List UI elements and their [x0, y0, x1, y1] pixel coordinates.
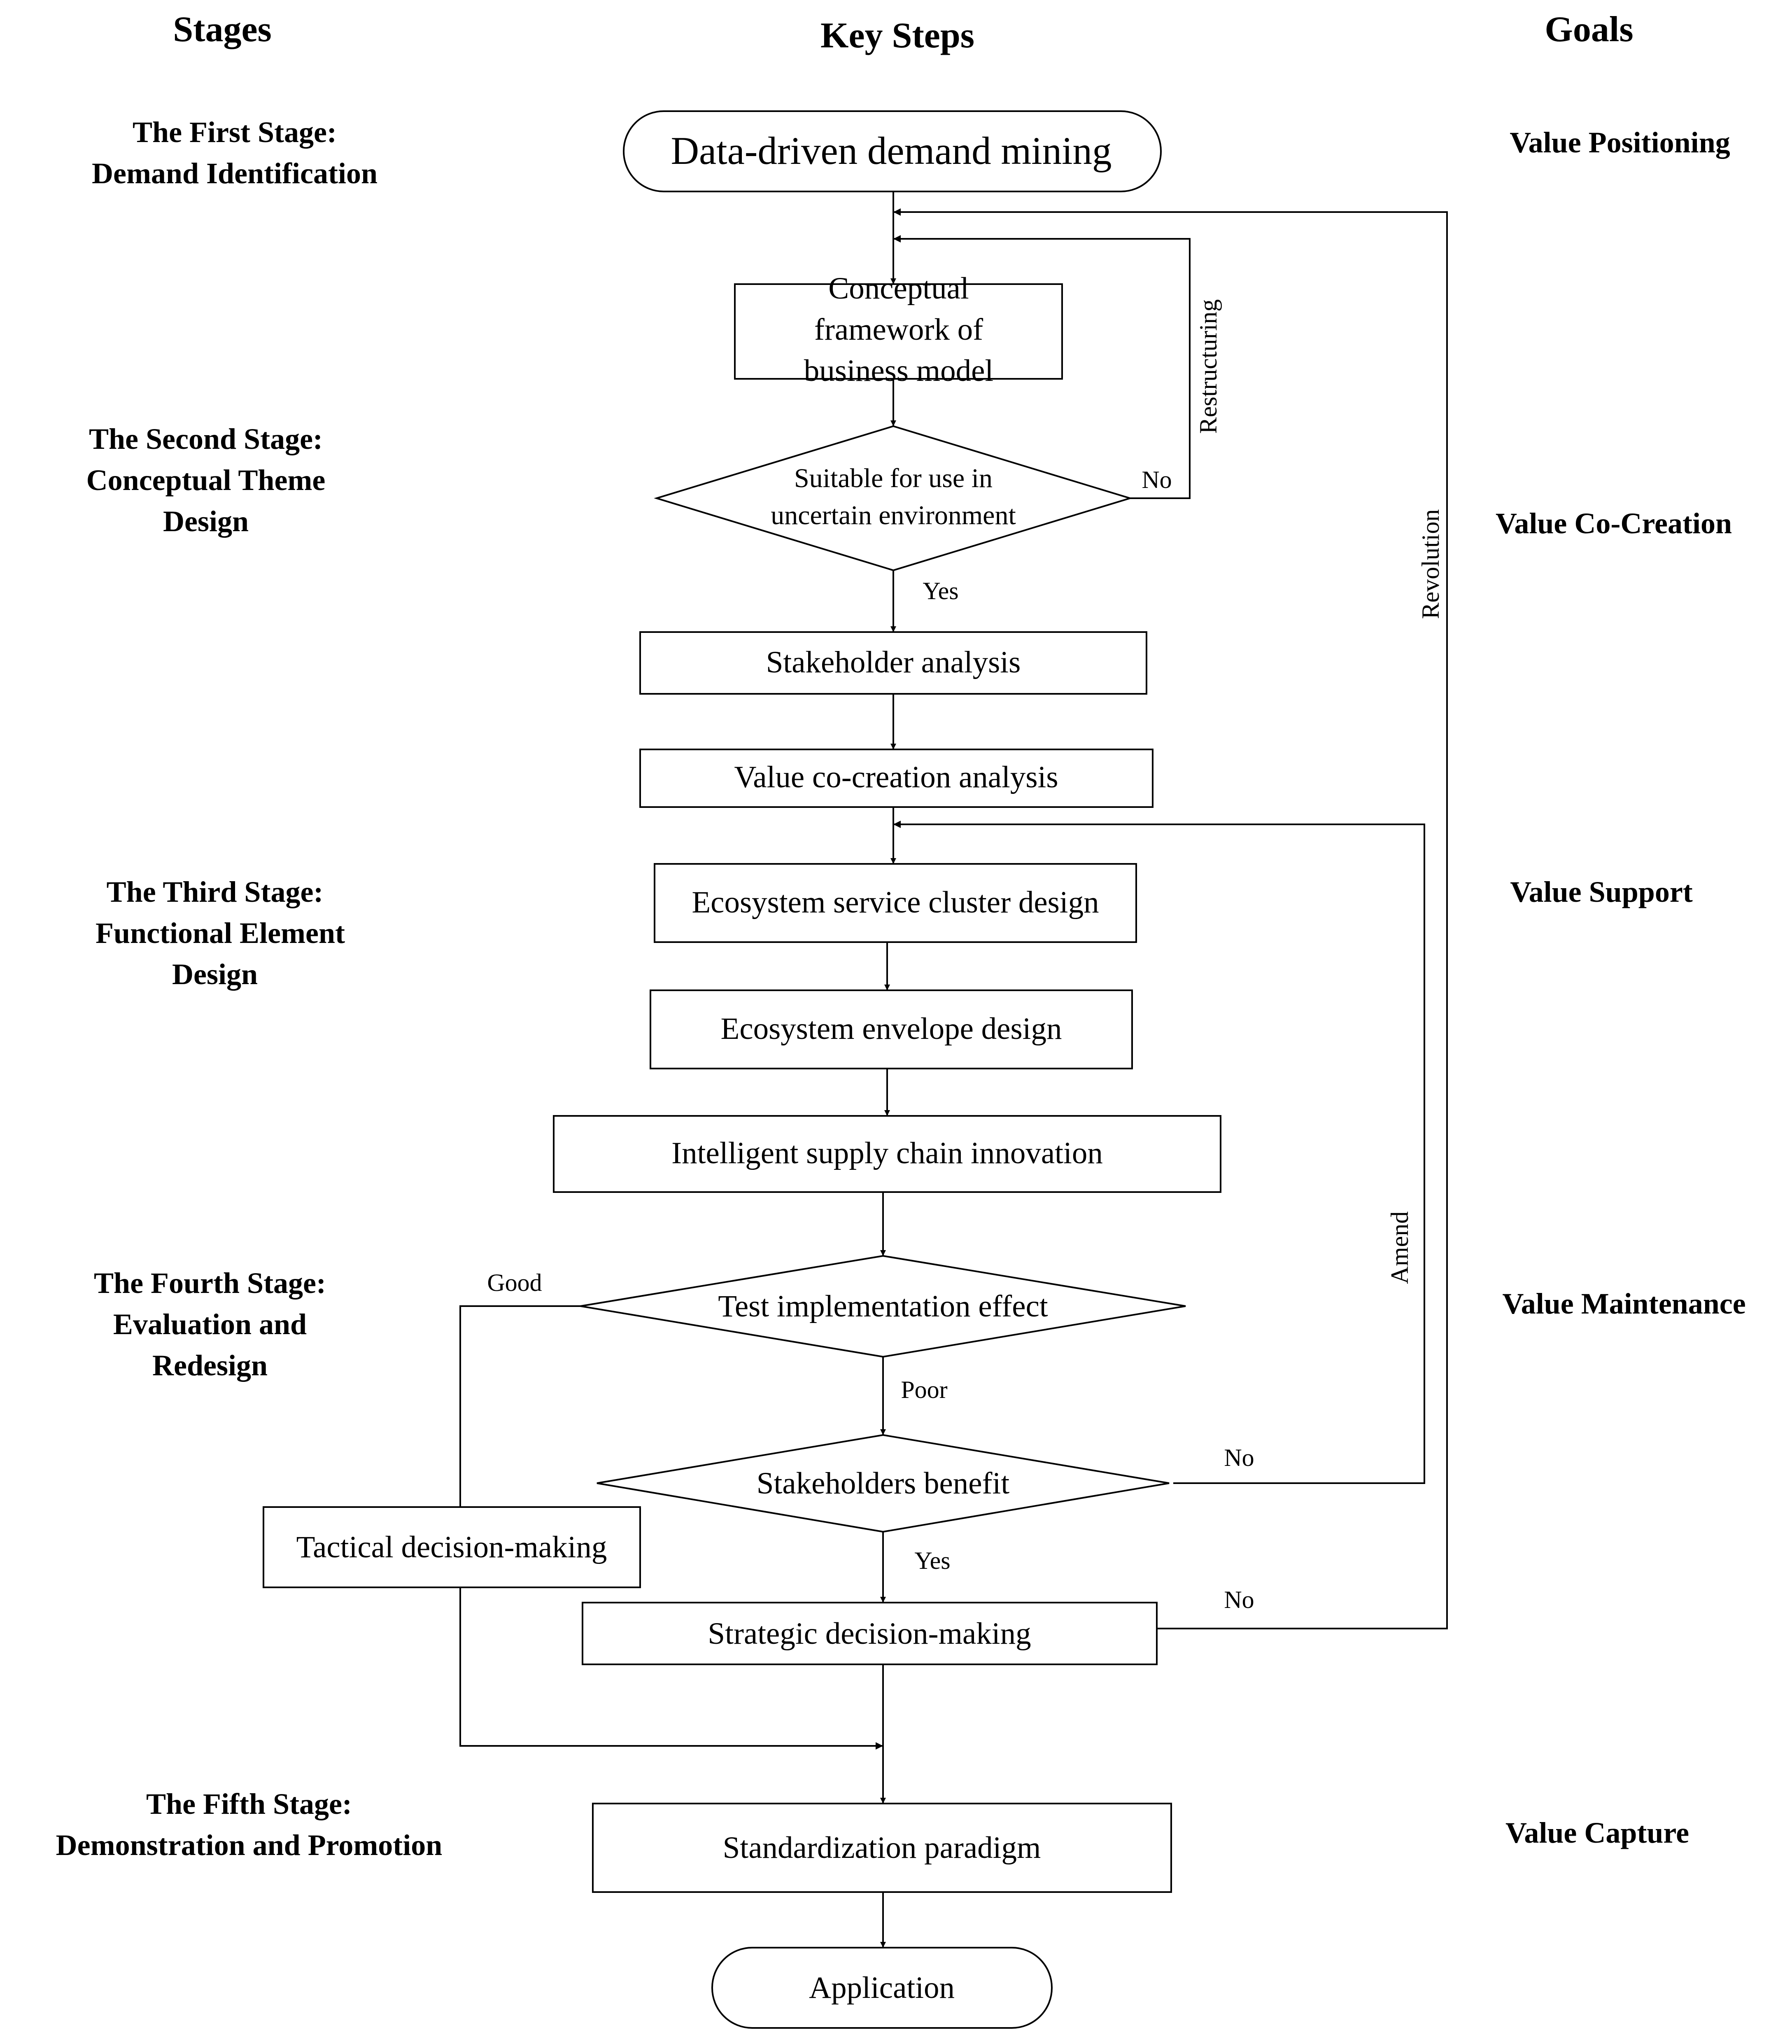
node-demand-mining-label: Data-driven demand mining [671, 129, 1112, 173]
line-good-to-tactical [459, 1305, 580, 1507]
node-conceptual-framework-line-3: business model [804, 354, 993, 388]
stage-5-line-1: The Fifth Stage: [146, 1787, 352, 1820]
label-no-strategic: No [1224, 1586, 1254, 1613]
label-revolution: Revolution [1417, 509, 1444, 619]
node-application [711, 1947, 1053, 2029]
node-standardization [592, 1803, 1172, 1893]
arrow-revolution-loop [893, 208, 1448, 1629]
stage-3-line-1: The Third Stage: [107, 875, 324, 908]
node-conceptual-framework [734, 283, 1063, 380]
label-good: Good [487, 1269, 542, 1296]
node-envelope-design-label: Ecosystem envelope design [721, 1012, 1062, 1046]
goal-value-maintenance: Value Maintenance [1502, 1287, 1745, 1320]
goal-value-capture: Value Capture [1505, 1816, 1689, 1849]
goal-value-support: Value Support [1510, 875, 1693, 908]
node-suitable-decision [654, 425, 1133, 572]
header-key-steps: Key Steps [820, 16, 974, 56]
label-no-benefit: No [1224, 1444, 1254, 1471]
label-restructuring: Restructuring [1195, 299, 1222, 434]
node-strategic-label: Strategic decision-making [708, 1617, 1031, 1651]
stage-2-line-1: The Second Stage: [89, 422, 323, 455]
stage-3-line-2: Functional Element [96, 917, 345, 950]
node-strategic [582, 1602, 1158, 1665]
stage-2-line-2: Conceptual Theme [86, 464, 326, 497]
node-tactical-label: Tactical decision-making [296, 1530, 607, 1564]
stage-5-line-2: Demonstration and Promotion [56, 1829, 443, 1862]
stage-1-line-1: The First Stage: [133, 116, 337, 149]
node-service-cluster [654, 863, 1137, 943]
node-supply-chain-label: Intelligent supply chain innovation [671, 1136, 1103, 1170]
node-standardization-label: Standardization paradigm [723, 1831, 1041, 1865]
node-stakeholder-analysis-label: Stakeholder analysis [766, 645, 1021, 679]
label-no-suitable: No [1142, 466, 1172, 493]
stage-4-line-3: Redesign [152, 1349, 268, 1382]
node-conceptual-framework-line-1: Conceptual [828, 271, 969, 306]
node-test-effect-label: Test implementation effect [718, 1289, 1048, 1323]
stage-2-line-3: Design [163, 505, 249, 538]
label-poor: Poor [901, 1376, 947, 1403]
arrow-amend-loop [893, 821, 1425, 1484]
node-suitable-decision-line-2: uncertain environment [771, 500, 1016, 530]
node-application-label: Application [809, 1971, 955, 2005]
node-demand-mining [623, 110, 1162, 192]
stage-4-line-2: Evaluation and [113, 1308, 307, 1341]
goal-value-co-creation: Value Co-Creation [1496, 507, 1732, 540]
node-stakeholders-benefit-label: Stakeholders benefit [757, 1466, 1010, 1500]
stage-4-line-1: The Fourth Stage: [94, 1267, 326, 1300]
goal-value-positioning: Value Positioning [1510, 126, 1730, 159]
label-amend: Amend [1386, 1211, 1413, 1284]
header-goals: Goals [1545, 9, 1633, 49]
arrow-restructuring-loop [893, 235, 1191, 499]
node-suitable-decision-line-1: Suitable for use in [794, 463, 993, 493]
header-stages: Stages [173, 9, 272, 49]
stage-1-line-2: Demand Identification [92, 157, 378, 190]
arrow-tactical-to-main [459, 1587, 883, 1750]
label-yes-benefit: Yes [914, 1547, 950, 1574]
node-conceptual-framework-line-2: framework of [814, 313, 983, 347]
node-service-cluster-label: Ecosystem service cluster design [692, 885, 1099, 919]
node-tactical [263, 1506, 641, 1588]
stage-3-line-3: Design [172, 958, 258, 991]
node-envelope-design [650, 989, 1133, 1069]
label-yes-suitable: Yes [923, 577, 958, 604]
node-value-cocreation-label: Value co-creation analysis [734, 760, 1058, 794]
node-supply-chain [553, 1115, 1221, 1193]
node-value-cocreation [639, 749, 1153, 808]
